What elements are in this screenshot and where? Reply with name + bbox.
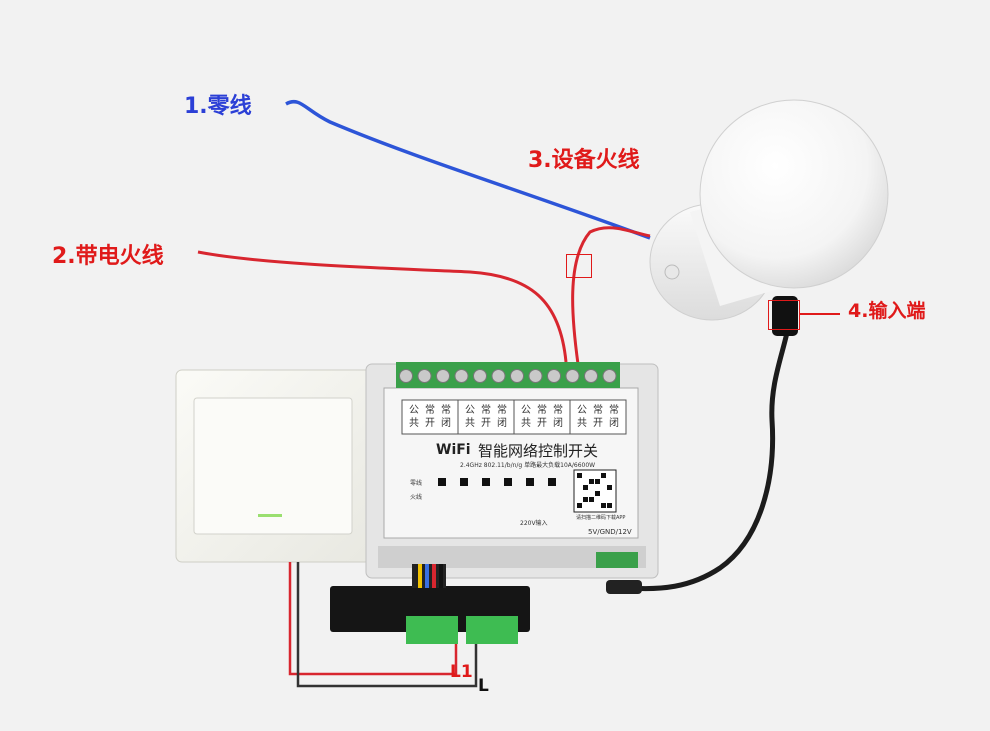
terminal-screw (528, 369, 543, 383)
qr-cell (607, 503, 612, 508)
relay-switch-symbol (526, 478, 534, 486)
contact-label: 常闭 (441, 405, 451, 429)
live-in-label: 2.带电火线 (52, 244, 164, 269)
relay-switch-symbol (548, 478, 556, 486)
qr-caption: 请扫描二维码下载APP (576, 515, 626, 521)
dc-jack (772, 296, 798, 336)
terminal-screw (454, 369, 469, 383)
terminal-screw (436, 369, 450, 383)
qr-cell (601, 473, 606, 478)
dc-cable (627, 317, 793, 592)
qr-cell (601, 503, 606, 508)
terminal-screw (602, 369, 617, 383)
relay-switch-symbol (460, 478, 468, 486)
relay-power: 5V/GND/12V (588, 528, 632, 536)
qr-cell (595, 491, 600, 496)
l1-wire (288, 562, 458, 676)
contact-label: 公共 (409, 405, 419, 429)
terminal-screw (491, 369, 506, 383)
light-bulb (699, 99, 889, 289)
qr-cell (583, 497, 588, 502)
row-neutral: 零线 (410, 480, 423, 487)
device-live-marker (566, 254, 592, 278)
neutral-label: 1.零线 (184, 94, 252, 119)
neutral-wire (285, 100, 651, 240)
device-live-wire (571, 226, 651, 365)
qr-cell (583, 485, 588, 490)
contact-label: 常开 (537, 405, 547, 429)
wall-switch (175, 369, 377, 563)
l-wire (296, 562, 478, 688)
qr-cell (607, 485, 612, 490)
input-label: 4.输入端 (848, 300, 926, 322)
contact-label: 常开 (425, 405, 435, 429)
relay-switch-symbol (504, 478, 512, 486)
contact-label: 常闭 (609, 405, 619, 429)
terminal-screw (584, 369, 598, 383)
relay-voltage: 220V输入 (520, 520, 548, 527)
relay-spec: 2.4GHz 802.11/b/n/g 单路最大负载10A/6600W (460, 462, 596, 469)
contact-label: 常开 (481, 405, 491, 429)
relay-switch-symbol (438, 478, 446, 486)
relay-switch-symbol (482, 478, 490, 486)
contact-label: 常闭 (497, 405, 507, 429)
qr-cell (595, 479, 600, 484)
relay-title: 智能网络控制开关 (478, 442, 599, 460)
contact-label: 公共 (465, 405, 475, 429)
device-live-label: 3.设备火线 (528, 148, 640, 173)
contact-label: 公共 (577, 405, 587, 429)
input-marker (768, 300, 800, 330)
breakout-board (330, 564, 530, 644)
wifi-logo: WiFi (436, 442, 471, 458)
terminal-screw (565, 369, 580, 383)
qr-cell (577, 473, 582, 478)
terminal-screw (510, 369, 524, 383)
contact-label: 公共 (521, 405, 531, 429)
terminal-screw (399, 369, 413, 383)
relay-module (365, 362, 659, 579)
live-in-wire (197, 250, 568, 363)
l1-label: L1 (450, 662, 473, 682)
contact-label: 常闭 (553, 405, 563, 429)
qr-cell (577, 503, 582, 508)
contact-label: 常开 (593, 405, 603, 429)
qr-cell (589, 479, 594, 484)
terminal-screw (473, 369, 487, 383)
row-live: 火线 (410, 494, 423, 501)
qr-cell (589, 497, 594, 502)
terminal-screw (417, 369, 432, 383)
terminal-screw (547, 369, 561, 383)
l-label: L (478, 676, 489, 696)
